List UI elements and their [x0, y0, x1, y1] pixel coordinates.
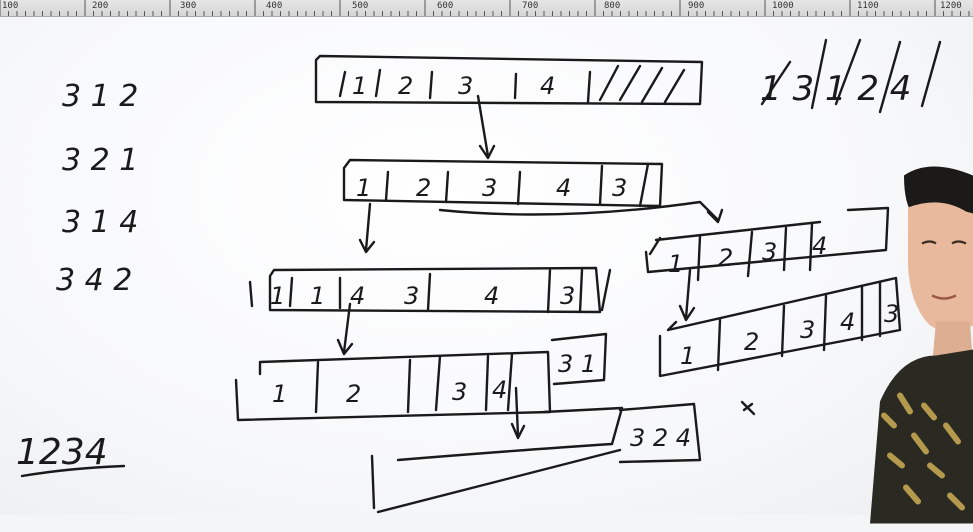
ruler-label-700: 700 [522, 1, 539, 11]
right-row2-cell-2: 2 [744, 328, 759, 356]
row2-cell-1: 1 [356, 174, 371, 202]
digits-1234: 1234 [16, 432, 108, 473]
row1-cell-3: 3 [458, 72, 473, 100]
ruler-label-200: 200 [92, 1, 109, 11]
arrow-row2-to-right [438, 200, 724, 224]
right-row2-cell-3: 3 [800, 316, 815, 344]
row4-cell-2: 2 [346, 380, 361, 408]
ruler-label-900: 900 [688, 1, 705, 11]
row3-tail: 3 [560, 282, 575, 310]
ruler-label-600: 600 [437, 1, 454, 11]
row5-tail: 3 2 4 [630, 424, 691, 452]
top-right-slashes [760, 38, 942, 114]
row3-cell-3: 4 [350, 282, 365, 310]
perm-3: 3 1 4 [62, 205, 138, 240]
row1-cell-1: 1 [352, 72, 367, 100]
arrow-row3-to-row4 [336, 302, 354, 356]
ruler-label-400: 400 [266, 1, 283, 11]
row4-tail-box [550, 332, 608, 386]
arrow-row4-to-row5 [510, 386, 526, 440]
ruler-ticks [0, 0, 970, 16]
top-right-sequence: 1 3 1 2 4 [760, 69, 911, 109]
row2-tail: 3 [612, 174, 627, 202]
row4-box [234, 350, 552, 422]
presenter-figure [870, 166, 973, 524]
row4-cell-4: 4 [492, 376, 507, 404]
right-row1-cell-3: 3 [762, 238, 777, 266]
row2-box [342, 158, 664, 208]
perm-4: 3 4 2 [56, 263, 132, 298]
row4-cell-3: 3 [452, 378, 467, 406]
ruler-label-500: 500 [352, 1, 369, 11]
ruler-label-100: 100 [2, 1, 19, 11]
row1-hatch [598, 64, 686, 104]
right-row2-box [658, 276, 902, 378]
arrow-row1-to-row2 [476, 94, 496, 160]
ruler-label-800: 800 [604, 1, 621, 11]
row2-cell-4: 4 [556, 174, 571, 202]
right-row1-cell-4: 4 [812, 232, 827, 260]
right-row1-cell-1: 1 [668, 250, 683, 278]
row3-cell-1: 1 [270, 282, 285, 310]
row5-tail-box [618, 402, 702, 464]
row3-cell-2: 1 [310, 282, 325, 310]
right-row2-tail: 3 [884, 300, 899, 328]
right-row1-box [644, 206, 890, 274]
row2-cell-2: 2 [416, 174, 431, 202]
right-row1-cell-2: 2 [718, 244, 733, 272]
arrow-row2-to-row3 [358, 202, 376, 254]
right-row2-cell-4: 4 [840, 308, 855, 336]
row4-cell-1: 1 [272, 380, 287, 408]
pen-mark [740, 400, 756, 416]
row1-cell-4: 4 [540, 72, 555, 100]
underline-1234 [20, 464, 126, 478]
row3-cell-4: 3 [404, 282, 419, 310]
row3-box [268, 266, 602, 314]
perm-1: 3 1 2 [62, 79, 138, 114]
row5-box [370, 406, 624, 514]
whiteboard-canvas[interactable]: 3 1 2 3 2 1 3 1 4 3 4 2 1234 1 3 1 2 4 1… [0, 17, 973, 524]
top-ruler: 100 200 300 400 500 600 700 800 900 1000… [0, 0, 973, 17]
whiteboard-ink: 3 1 2 3 2 1 3 1 4 3 4 2 1234 1 3 1 2 4 1… [16, 38, 942, 514]
ruler-label-1100: 1100 [857, 1, 879, 11]
ruler-label-1200: 1200 [940, 1, 962, 11]
right-row2-cell-1: 1 [680, 342, 695, 370]
row4-tail: 3 1 [558, 350, 596, 378]
ruler-label-300: 300 [180, 1, 197, 11]
arrow-right-row1-to-row2 [678, 268, 696, 322]
row1-cell-2: 2 [398, 72, 413, 100]
row1-box [314, 54, 704, 106]
row3-cell-5: 4 [484, 282, 499, 310]
ruler-label-1000: 1000 [772, 1, 794, 11]
row2-cell-3: 3 [482, 174, 497, 202]
perm-2: 3 2 1 [62, 143, 138, 178]
